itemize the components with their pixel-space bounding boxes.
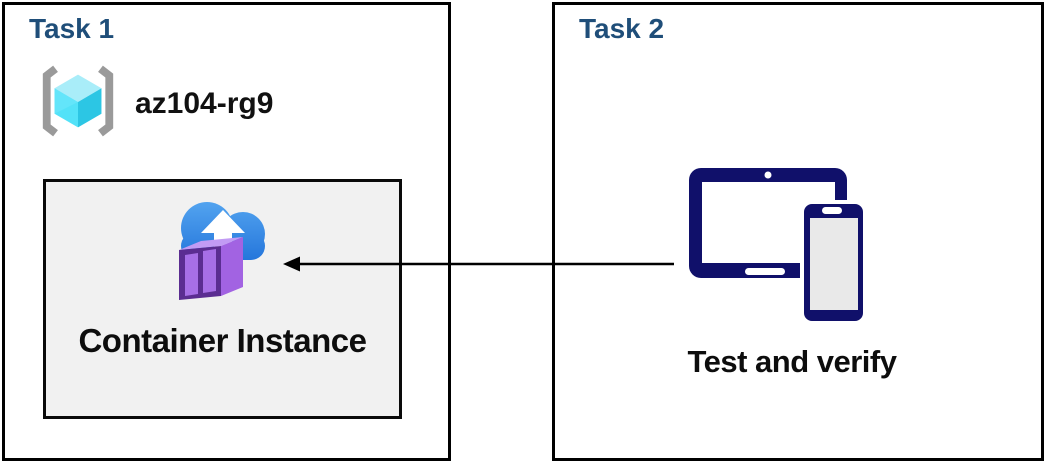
container-instances-icon (46, 196, 399, 304)
task1-box: Task 1 az104-rg9 (2, 2, 451, 461)
resource-group-icon (35, 61, 121, 146)
connector-arrow (283, 256, 674, 272)
resource-group-row: az104-rg9 (35, 61, 273, 146)
container-instance-box: Container Instance (43, 179, 402, 419)
devices-icon (686, 164, 868, 331)
resource-group-name: az104-rg9 (135, 86, 274, 120)
task2-title: Task 2 (579, 13, 665, 44)
container-instance-label: Container Instance (78, 322, 367, 359)
task1-title: Task 1 (29, 13, 115, 44)
test-and-verify-label: Test and verify (687, 344, 897, 379)
